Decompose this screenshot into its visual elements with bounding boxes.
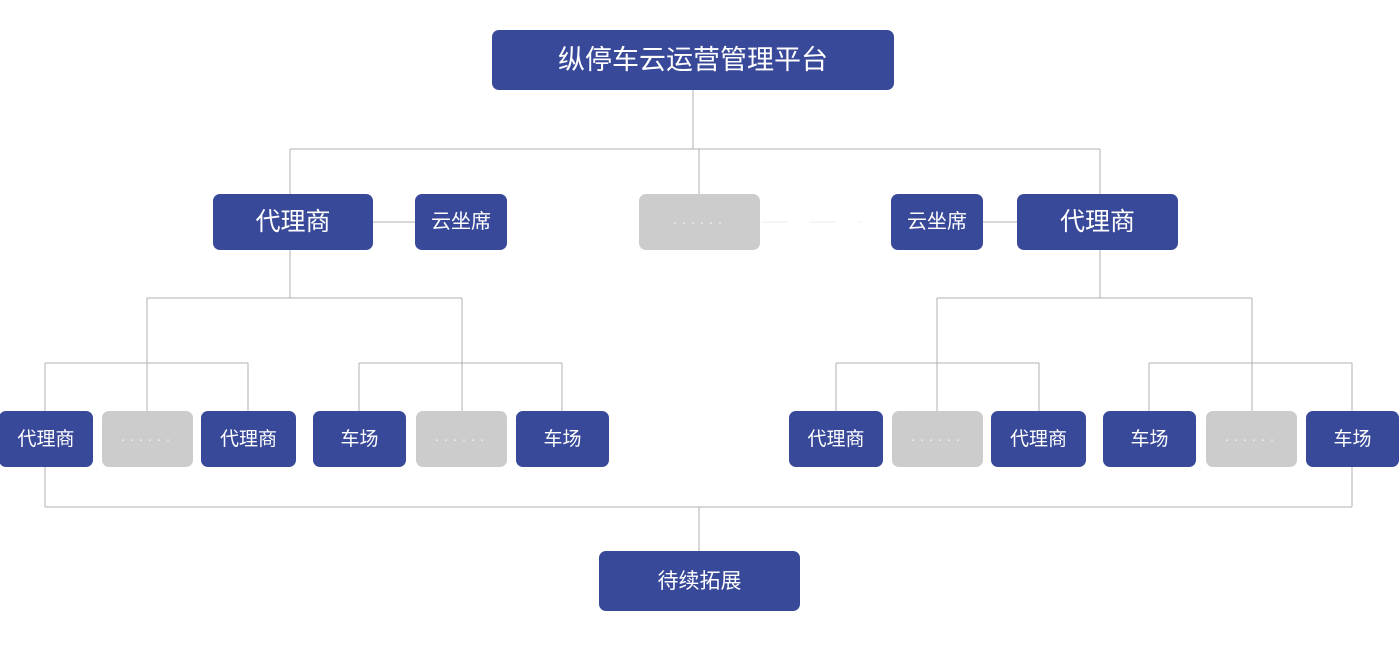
node-leaf-right-more-1-label: ······ [910,430,965,448]
node-right-agent[interactable]: 代理商 [1017,194,1178,250]
node-bottom-to-be-expanded-label: 待续拓展 [657,569,742,593]
node-bottom-to-be-expanded[interactable]: 待续拓展 [599,551,800,611]
node-left-agent-label: 代理商 [255,207,331,236]
node-leaf-left-more-1-label: ······ [120,430,175,448]
node-center-more[interactable]: ······ [639,194,760,250]
node-leaf-left-more-2[interactable]: ······ [416,411,507,467]
node-leaf-left-lot-1[interactable]: 车场 [313,411,406,467]
node-leaf-right-more-2-label: ······ [1224,430,1279,448]
node-leaf-right-agent-2-label: 代理商 [1009,428,1067,450]
node-leaf-right-more-2[interactable]: ······ [1206,411,1297,467]
node-right-cloud-seat-label: 云坐席 [907,211,967,233]
node-leaf-right-lot-1[interactable]: 车场 [1103,411,1196,467]
node-left-cloud-seat-label: 云坐席 [431,211,491,233]
node-leaf-right-agent-2[interactable]: 代理商 [991,411,1086,467]
node-leaf-right-lot-1-label: 车场 [1130,428,1169,450]
node-leaf-left-lot-2[interactable]: 车场 [516,411,609,467]
node-leaf-left-agent-1[interactable]: 代理商 [0,411,93,467]
node-leaf-left-more-2-label: ······ [434,430,489,448]
node-leaf-right-agent-1[interactable]: 代理商 [789,411,883,467]
node-leaf-right-lot-2-label: 车场 [1333,428,1372,450]
node-root-platform-label: 纵停车云运营管理平台 [558,44,828,75]
node-leaf-right-agent-1-label: 代理商 [807,428,865,450]
node-leaf-left-agent-2-label: 代理商 [219,428,277,450]
node-right-cloud-seat[interactable]: 云坐席 [891,194,983,250]
node-right-agent-label: 代理商 [1059,207,1135,236]
node-leaf-right-more-1[interactable]: ······ [892,411,983,467]
node-leaf-left-lot-2-label: 车场 [543,428,582,450]
node-center-more-label: ······ [672,213,727,231]
node-left-cloud-seat[interactable]: 云坐席 [415,194,507,250]
node-leaf-left-agent-2[interactable]: 代理商 [201,411,296,467]
node-leaf-left-agent-1-label: 代理商 [17,428,75,450]
node-leaf-right-lot-2[interactable]: 车场 [1306,411,1399,467]
node-left-agent[interactable]: 代理商 [213,194,373,250]
node-leaf-left-lot-1-label: 车场 [340,428,379,450]
node-leaf-left-more-1[interactable]: ······ [102,411,193,467]
node-root-platform[interactable]: 纵停车云运营管理平台 [492,30,894,90]
